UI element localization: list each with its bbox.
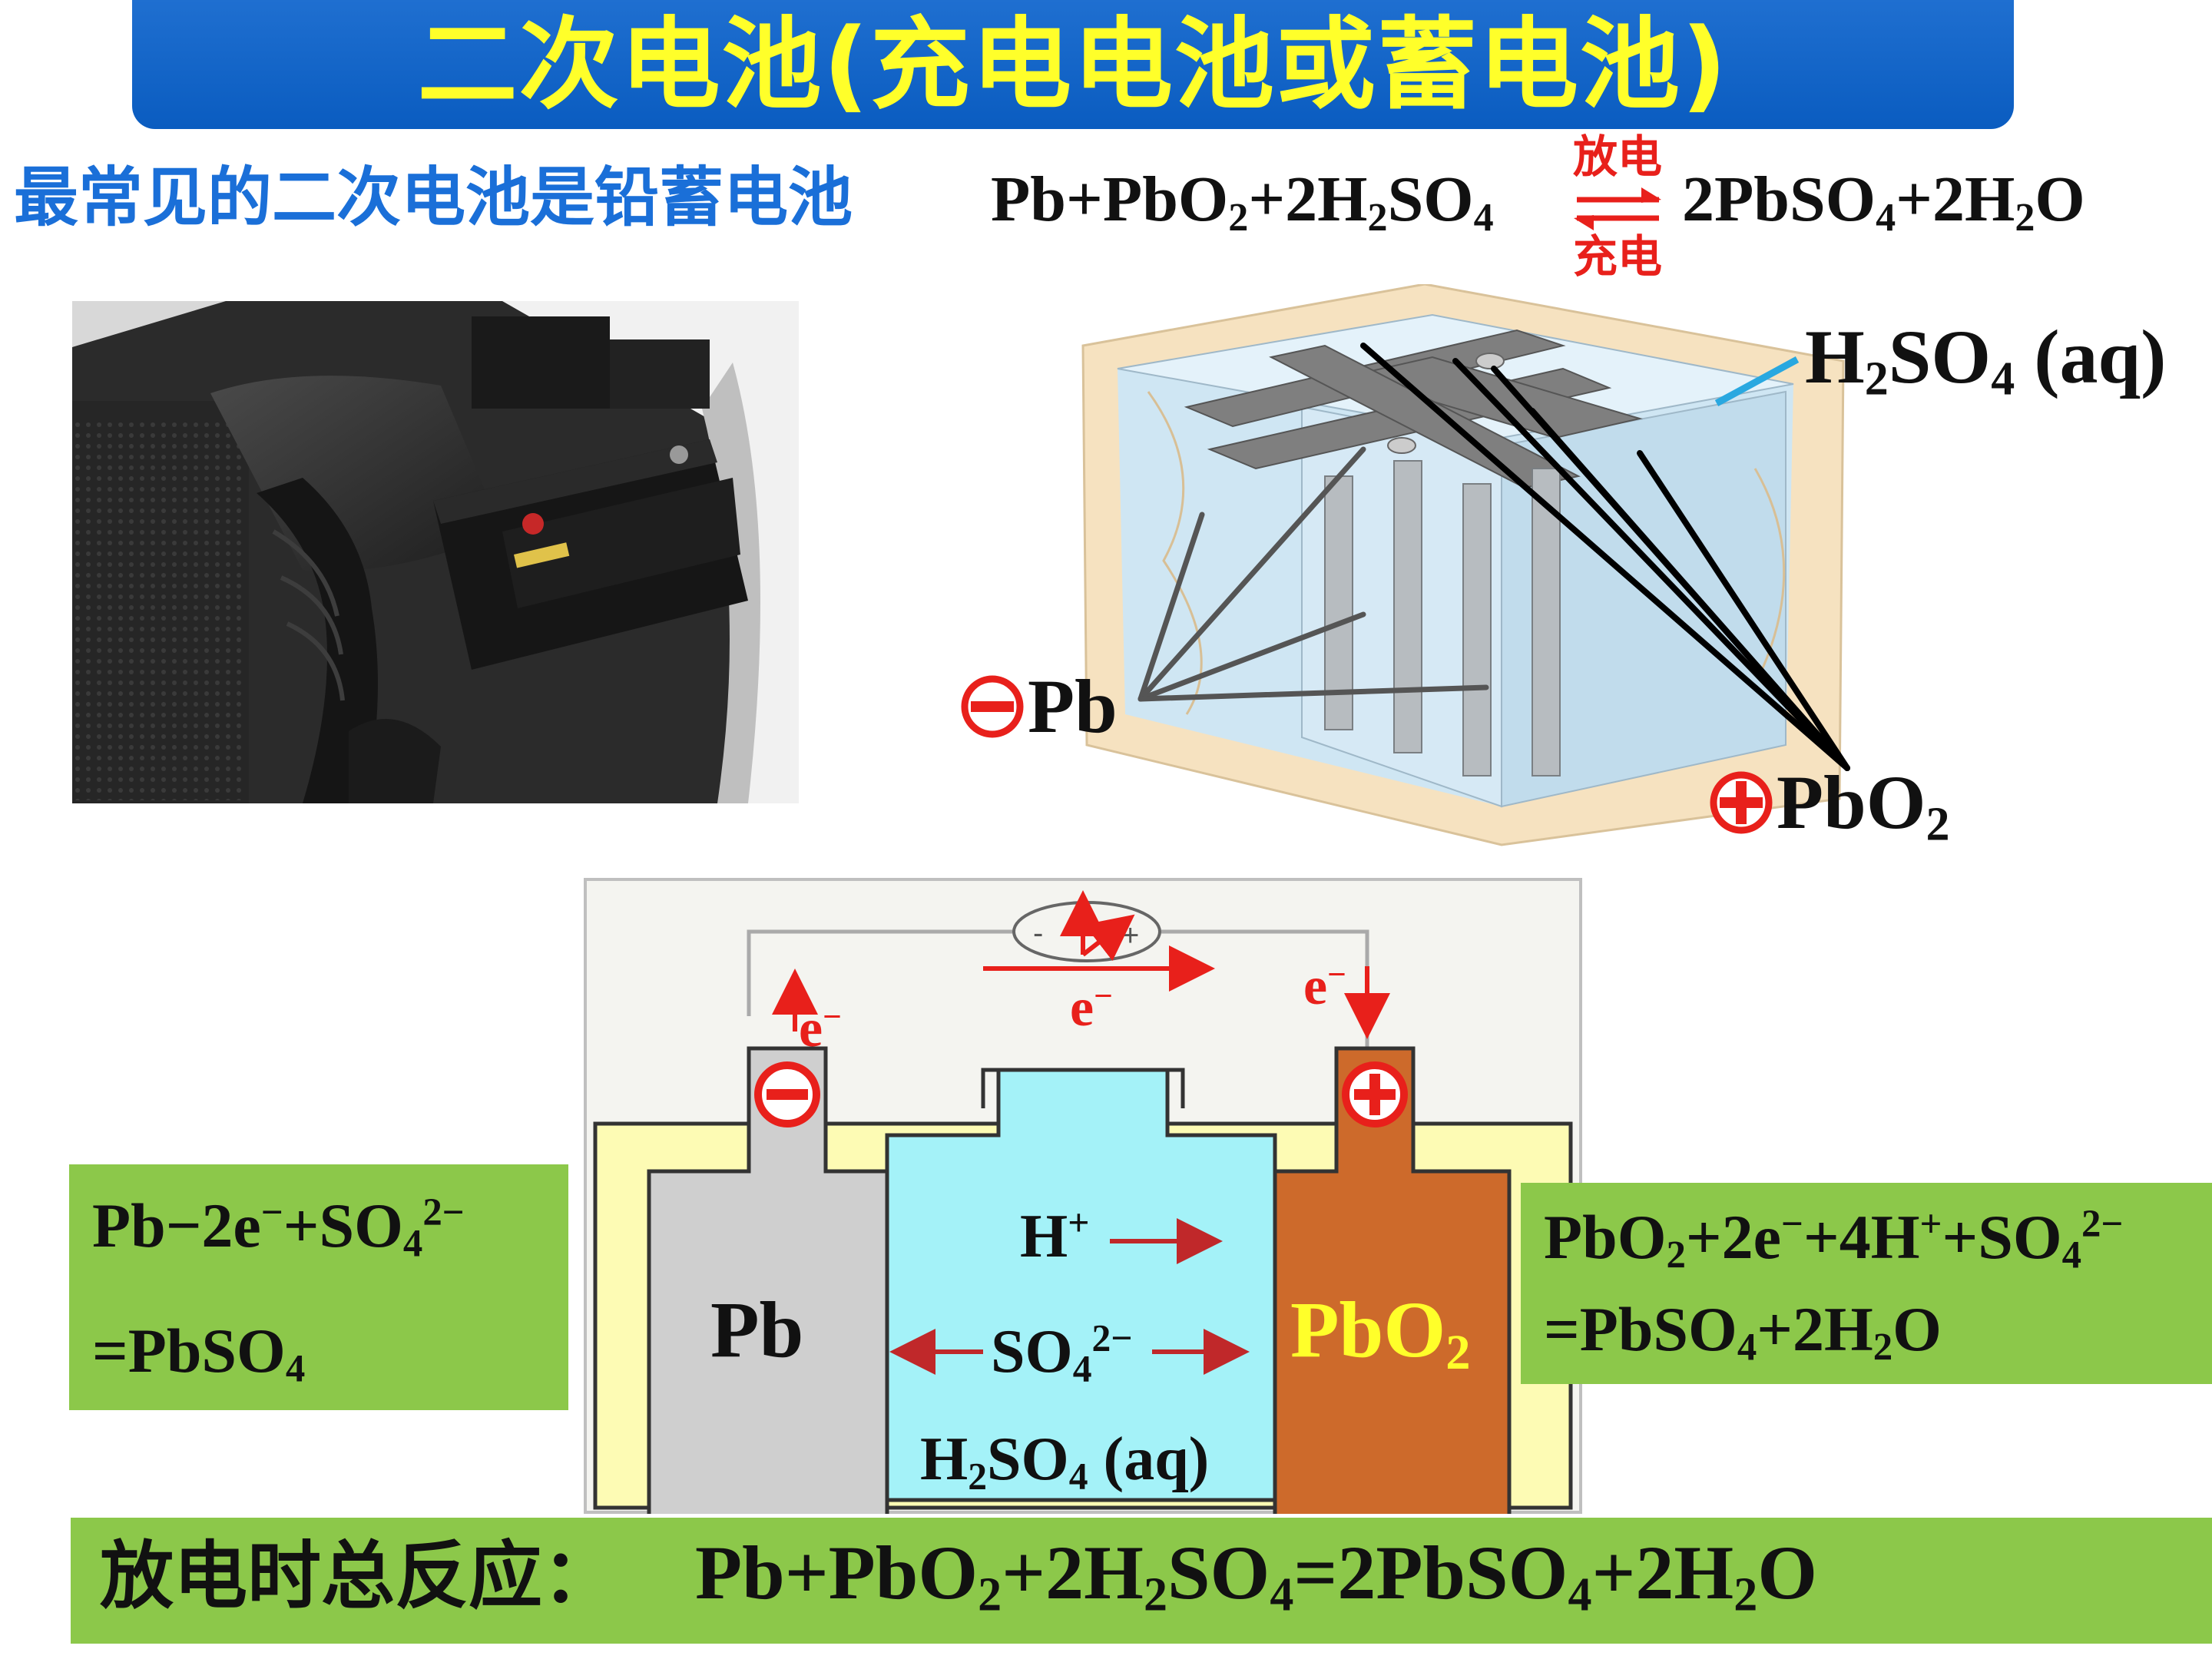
battery-3d-diagram xyxy=(1081,284,1850,846)
discharge-label: 放电 xyxy=(1573,131,1663,183)
hydrogen-ion-label: H+ xyxy=(1020,1201,1090,1270)
total-reaction-label: 放电时总反应： xyxy=(100,1535,616,1618)
sulfate-ion-label: SO42− xyxy=(991,1316,1133,1390)
car-battery-photo xyxy=(72,301,799,803)
h2so4-pointer-line xyxy=(1714,356,1800,406)
h2so4-label: H2SO4 (aq) xyxy=(1805,314,2167,406)
positive-half-reaction-line1: PbO2+2e−+4H++SO42− xyxy=(1544,1202,2124,1277)
total-reaction-box xyxy=(71,1518,2212,1644)
reversible-arrow-icon xyxy=(1574,187,1661,230)
plus-circle-icon xyxy=(1710,771,1773,834)
pbo2-electrode-label: PbO2 xyxy=(1290,1286,1471,1380)
positive-half-reaction-line2: =PbSO4+2H2O xyxy=(1544,1294,1942,1369)
svg-text:-: - xyxy=(1033,916,1043,950)
electrolytic-cell-diagram: - + xyxy=(584,878,1582,1514)
electron-label-right: e− xyxy=(1303,956,1346,1016)
minus-circle-icon xyxy=(961,675,1024,738)
subtitle: 最常见的二次电池是铅蓄电池 xyxy=(14,160,853,235)
negative-half-reaction-line2: =PbSO4 xyxy=(92,1316,306,1390)
page-title: 二次电池(充电电池或蓄电池) xyxy=(417,6,1729,123)
charge-label: 充电 xyxy=(1573,230,1663,283)
electron-label-top: e− xyxy=(1070,978,1113,1038)
total-reaction-equation: Pb+PbO2+2H2SO4=2PbSO4+2H2O xyxy=(695,1530,1817,1621)
negative-half-reaction-box xyxy=(69,1164,568,1410)
positive-half-reaction-box xyxy=(1521,1183,2212,1384)
title-bar: 二次电池(充电电池或蓄电池) xyxy=(132,0,2014,129)
electrolyte-label: H2SO4 (aq) xyxy=(920,1426,1210,1498)
equation-reactants: Pb+PbO2+2H2SO4 xyxy=(991,164,1494,240)
equation-products: 2PbSO4+2H2O xyxy=(1682,164,2085,240)
negative-electrode-label: Pb xyxy=(960,668,1118,745)
positive-electrode-label: PbO2 xyxy=(1709,764,1949,849)
pb-electrode-label: Pb xyxy=(710,1286,804,1374)
electron-label-left: e− xyxy=(799,998,842,1058)
negative-half-reaction-line1: Pb−2e−+SO42− xyxy=(92,1190,465,1265)
